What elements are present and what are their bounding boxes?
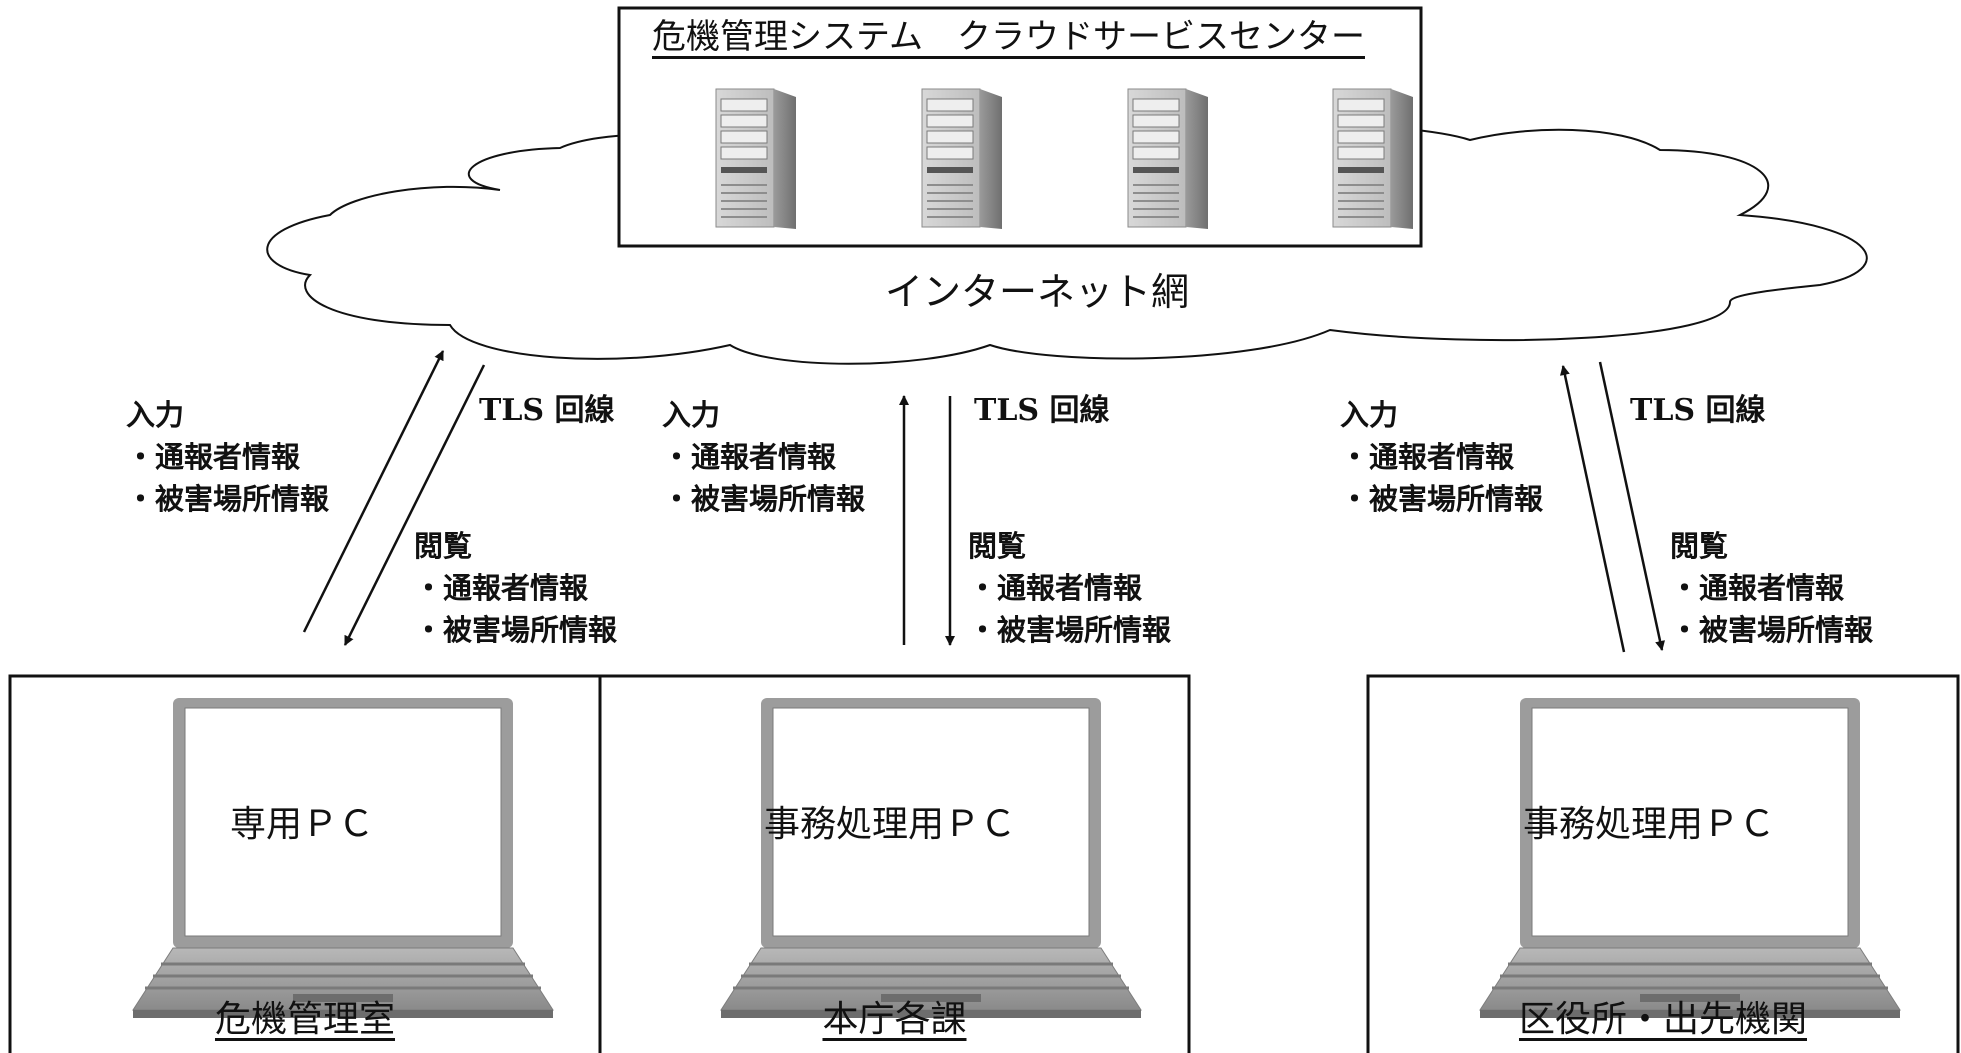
server-tower-icon xyxy=(715,88,797,230)
view-item: ・被害場所情報 xyxy=(1670,613,1874,648)
input-item: ・通報者情報 xyxy=(126,440,301,475)
input-item: ・被害場所情報 xyxy=(662,482,866,517)
input-info-1: 入力 ・通報者情報 ・被害場所情報 xyxy=(126,394,329,520)
input-heading: 入力 xyxy=(126,398,185,432)
view-arrow xyxy=(343,364,486,646)
view-item: ・通報者情報 xyxy=(414,571,589,606)
input-info-3: 入力 ・通報者情報 ・被害場所情報 xyxy=(1340,394,1543,520)
server-tower-icon xyxy=(1127,88,1209,230)
pc-label-dedicated: 専用ＰＣ xyxy=(229,804,374,845)
site-name-ward-office: 区役所・出先機関 xyxy=(1518,999,1807,1040)
cloud-service-center-title: 危機管理システム クラウドサービスセンター xyxy=(652,17,1365,57)
view-item: ・通報者情報 xyxy=(968,571,1143,606)
input-arrow xyxy=(1559,365,1626,653)
view-info-1: 閲覧 ・通報者情報 ・被害場所情報 xyxy=(414,525,617,651)
input-item: ・通報者情報 xyxy=(662,440,837,475)
input-item: ・被害場所情報 xyxy=(1340,482,1544,517)
view-item: ・被害場所情報 xyxy=(968,613,1172,648)
view-heading: 閲覧 xyxy=(414,529,473,563)
input-arrow xyxy=(302,350,445,633)
site-name-crisis-room: 危機管理室 xyxy=(214,999,395,1040)
view-item: ・通報者情報 xyxy=(1670,571,1845,606)
input-info-2: 入力 ・通報者情報 ・被害場所情報 xyxy=(662,394,865,520)
tls-line-label-1: TLS 回線 xyxy=(479,393,615,428)
server-tower-icon xyxy=(921,88,1003,230)
server-tower-icon xyxy=(1332,88,1414,230)
input-heading: 入力 xyxy=(662,398,721,432)
input-item: ・通報者情報 xyxy=(1340,440,1515,475)
tls-line-label-2: TLS 回線 xyxy=(974,393,1110,428)
tls-line-label-3: TLS 回線 xyxy=(1630,393,1766,428)
view-info-3: 閲覧 ・通報者情報 ・被害場所情報 xyxy=(1670,525,1873,651)
view-arrow xyxy=(1598,361,1665,651)
input-heading: 入力 xyxy=(1340,398,1399,432)
laptop-icon xyxy=(131,696,555,1020)
internet-label: インターネット網 xyxy=(885,270,1190,314)
laptop-icon xyxy=(719,696,1143,1020)
pc-label-office: 事務処理用ＰＣ xyxy=(1522,804,1775,845)
view-item: ・被害場所情報 xyxy=(414,613,618,648)
pc-label-office: 事務処理用ＰＣ xyxy=(763,804,1016,845)
view-heading: 閲覧 xyxy=(1670,529,1729,563)
laptop-icon xyxy=(1478,696,1902,1020)
view-heading: 閲覧 xyxy=(968,529,1027,563)
site-name-main-office: 本庁各課 xyxy=(822,999,967,1040)
view-info-2: 閲覧 ・通報者情報 ・被害場所情報 xyxy=(968,525,1171,651)
input-item: ・被害場所情報 xyxy=(126,482,330,517)
